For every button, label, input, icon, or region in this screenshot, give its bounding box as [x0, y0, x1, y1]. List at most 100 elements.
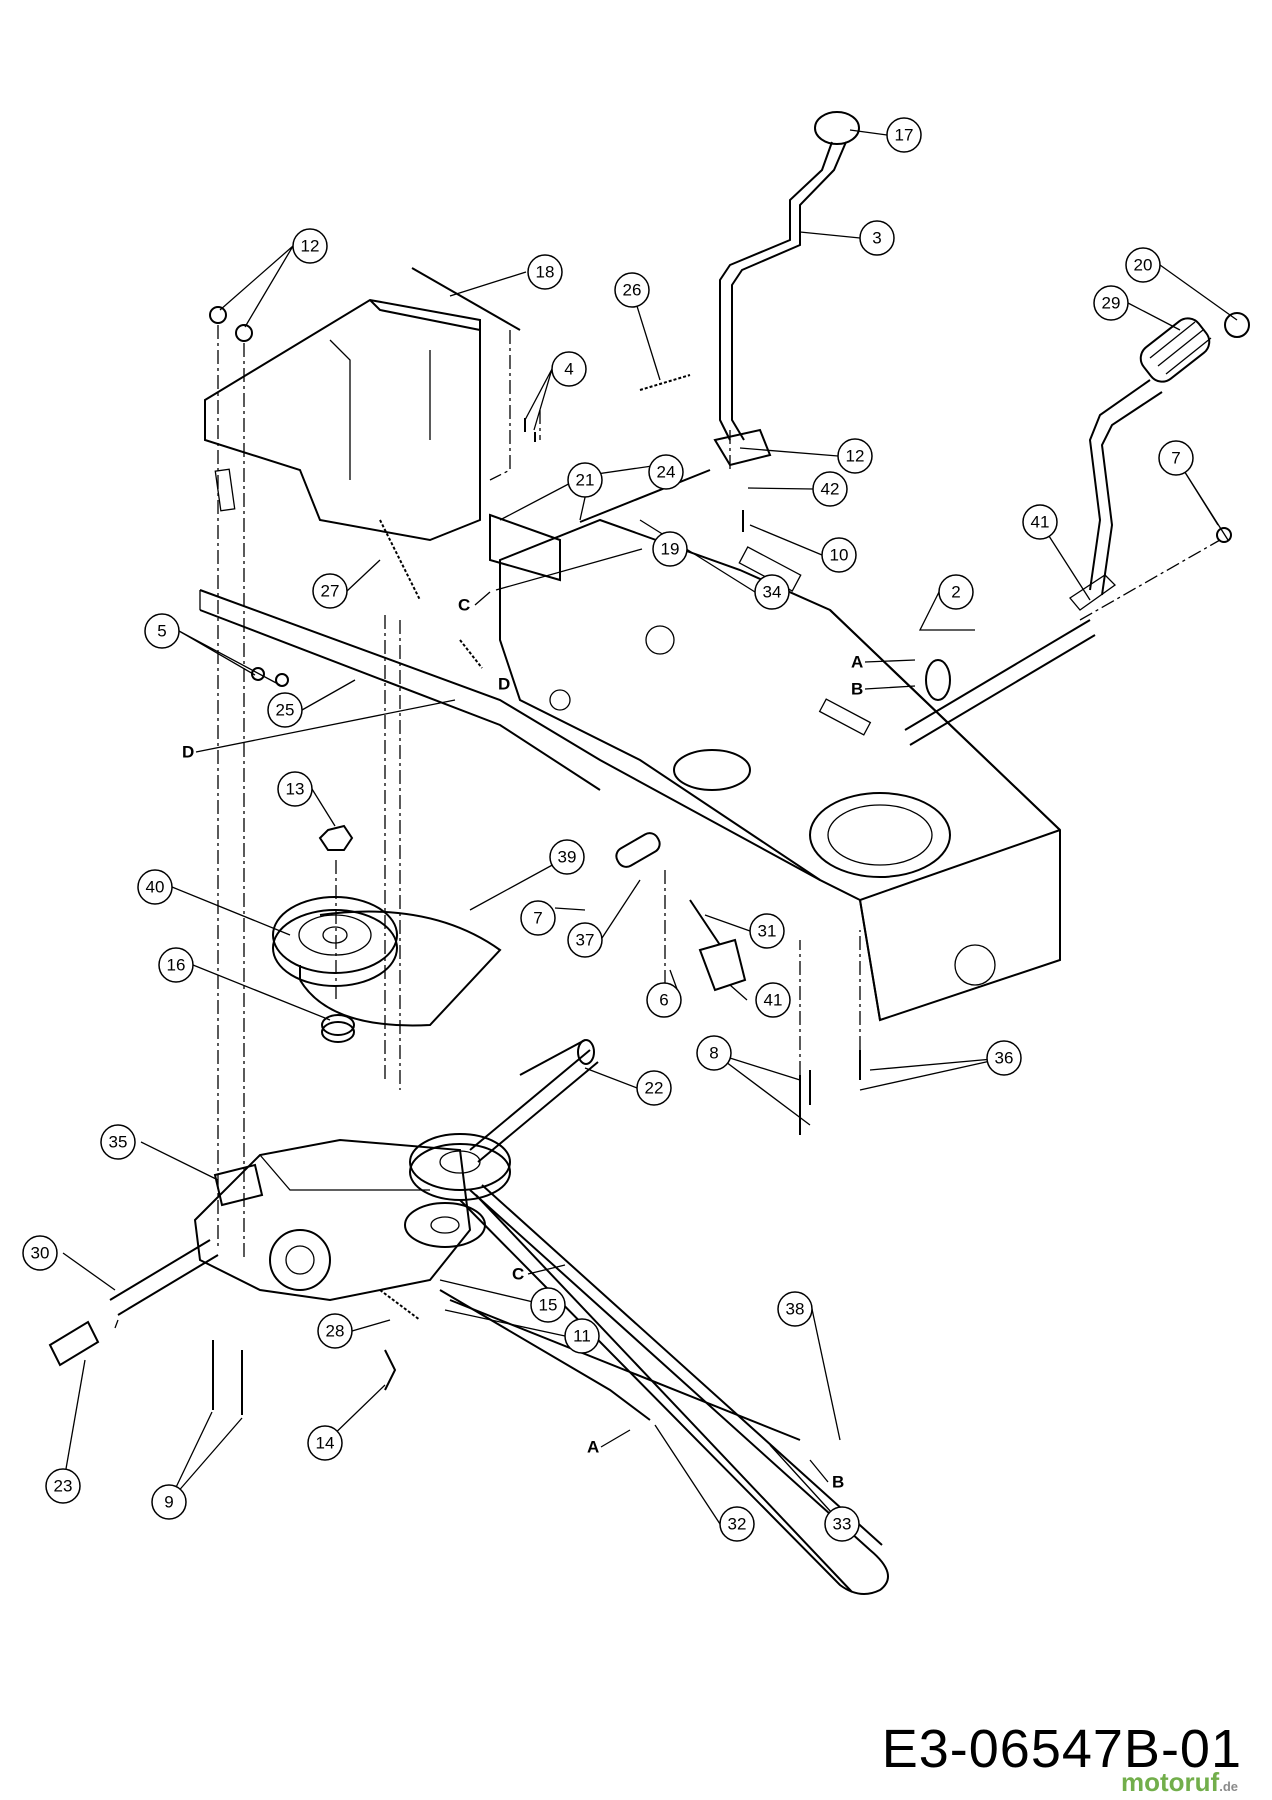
svg-text:16: 16	[167, 956, 186, 975]
transaxle	[109, 1039, 599, 1316]
svg-text:2: 2	[951, 583, 960, 602]
svg-text:21: 21	[576, 471, 595, 490]
part-label: 37	[567, 922, 603, 958]
part-label: 9	[151, 1484, 187, 1520]
connection-letter: A	[587, 1438, 599, 1457]
svg-text:10: 10	[830, 546, 849, 565]
svg-text:26: 26	[623, 281, 642, 300]
svg-text:42: 42	[821, 480, 840, 499]
part-label: 5	[144, 613, 180, 649]
watermark-suffix: .de	[1219, 1779, 1238, 1794]
part-label: 36	[986, 1040, 1022, 1076]
svg-text:9: 9	[164, 1493, 173, 1512]
part-label: 19	[652, 531, 688, 567]
part-label: 2	[938, 574, 974, 610]
part-label: 7	[520, 900, 556, 936]
svg-text:23: 23	[54, 1477, 73, 1496]
svg-text:29: 29	[1102, 294, 1121, 313]
connection-letter: C	[512, 1265, 524, 1284]
connection-letter: D	[182, 743, 194, 762]
part-label: 35	[100, 1124, 136, 1160]
part-label: 41	[755, 982, 791, 1018]
svg-text:19: 19	[661, 540, 680, 559]
part-label: 41	[1022, 504, 1058, 540]
svg-text:32: 32	[728, 1515, 747, 1534]
connection-letter: B	[851, 680, 863, 699]
svg-text:4: 4	[564, 360, 573, 379]
part-label: 8	[696, 1035, 732, 1071]
watermark-logo: motoruf.de	[1121, 1767, 1238, 1798]
svg-text:34: 34	[763, 583, 782, 602]
part-label: 15	[530, 1287, 566, 1323]
part-label: 40	[137, 869, 173, 905]
part-label: 13	[277, 771, 313, 807]
part-label: 23	[45, 1468, 81, 1504]
part-label: 32	[719, 1506, 755, 1542]
svg-text:8: 8	[709, 1044, 718, 1063]
part-label: 21	[567, 462, 603, 498]
svg-text:17: 17	[895, 126, 914, 145]
svg-text:37: 37	[576, 931, 595, 950]
svg-text:39: 39	[558, 848, 577, 867]
engine-pulley	[272, 824, 398, 1043]
part-label: 4	[551, 351, 587, 387]
part-label: 12	[292, 228, 328, 264]
svg-text:15: 15	[539, 1296, 558, 1315]
connection-letter: A	[851, 653, 863, 672]
part-label: 7	[1158, 440, 1194, 476]
part-label: 22	[636, 1070, 672, 1106]
drawing-number: E3-06547B-01	[881, 1719, 1242, 1779]
svg-text:40: 40	[146, 878, 165, 897]
svg-text:38: 38	[786, 1300, 805, 1319]
svg-text:6: 6	[659, 991, 668, 1010]
svg-text:41: 41	[1031, 513, 1050, 532]
svg-text:36: 36	[995, 1049, 1014, 1068]
svg-text:30: 30	[31, 1244, 50, 1263]
part-label: 10	[821, 537, 857, 573]
connection-arrows	[195, 591, 916, 1483]
part-label: 20	[1125, 247, 1161, 283]
part-label: 14	[307, 1425, 343, 1461]
svg-text:13: 13	[286, 780, 305, 799]
svg-text:33: 33	[833, 1515, 852, 1534]
brake-pedal	[904, 312, 1250, 746]
svg-text:22: 22	[645, 1079, 664, 1098]
part-label: 6	[646, 982, 682, 1018]
shift-lever	[713, 111, 860, 467]
part-label: 17	[886, 117, 922, 153]
small-parts	[48, 267, 1232, 1441]
part-label: 16	[158, 947, 194, 983]
part-label: 34	[754, 574, 790, 610]
svg-text:14: 14	[316, 1434, 335, 1453]
alignment-lines	[217, 325, 1221, 1260]
part-label: 25	[267, 692, 303, 728]
svg-text:28: 28	[326, 1322, 345, 1341]
part-label: 26	[614, 272, 650, 308]
part-label: 33	[824, 1506, 860, 1542]
part-label-bubbles: 12 18 26 17 3 4 20 29 12 24 21 42 7 10 1…	[22, 117, 1194, 1542]
part-label: 38	[777, 1291, 813, 1327]
svg-text:7: 7	[1171, 449, 1180, 468]
part-label: 28	[317, 1313, 353, 1349]
svg-text:11: 11	[573, 1327, 591, 1346]
part-label: 12	[837, 438, 873, 474]
svg-text:31: 31	[758, 922, 777, 941]
part-label: 29	[1093, 285, 1129, 321]
frame	[199, 298, 1061, 1022]
svg-text:12: 12	[301, 237, 320, 256]
svg-text:35: 35	[109, 1133, 128, 1152]
svg-text:41: 41	[764, 991, 783, 1010]
connection-letter: C	[458, 596, 470, 615]
part-label: 11	[564, 1318, 600, 1354]
part-label: 31	[749, 913, 785, 949]
connection-letters: C D D A B C A B	[182, 596, 863, 1492]
svg-text:18: 18	[536, 263, 555, 282]
part-label: 18	[527, 254, 563, 290]
watermark-text: motoruf	[1121, 1767, 1220, 1797]
svg-text:25: 25	[276, 701, 295, 720]
connection-letter: D	[498, 675, 510, 694]
part-label: 27	[312, 573, 348, 609]
part-label: 42	[812, 471, 848, 507]
connection-letter: B	[832, 1473, 844, 1492]
